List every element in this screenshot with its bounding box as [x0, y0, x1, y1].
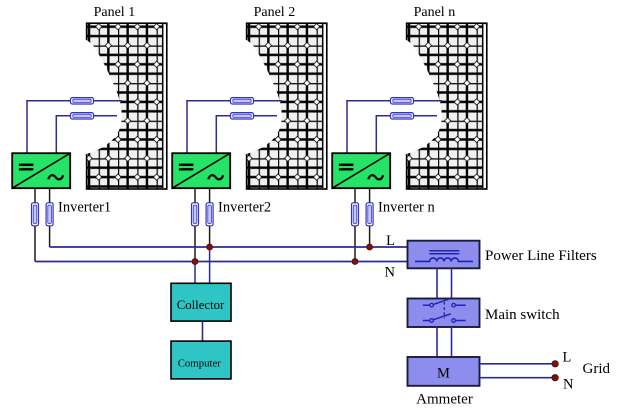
svg-text:Power Line Filters: Power Line Filters — [485, 248, 597, 264]
svg-text:Grid: Grid — [583, 361, 611, 377]
svg-text:Main switch: Main switch — [485, 307, 560, 323]
svg-text:Panel n: Panel n — [414, 5, 456, 20]
svg-text:L: L — [386, 233, 395, 249]
svg-text:Ammeter: Ammeter — [416, 392, 473, 408]
svg-text:Panel 2: Panel 2 — [254, 5, 296, 20]
svg-text:M: M — [437, 365, 450, 381]
svg-text:Computer: Computer — [178, 358, 222, 370]
svg-text:Inverter1: Inverter1 — [58, 200, 111, 216]
svg-text:N: N — [563, 377, 574, 393]
svg-text:Panel 1: Panel 1 — [94, 5, 136, 20]
svg-text:Inverter n: Inverter n — [378, 200, 436, 216]
svg-text:N: N — [385, 265, 396, 281]
svg-text:Inverter2: Inverter2 — [218, 200, 271, 216]
svg-text:Collector: Collector — [177, 298, 225, 312]
svg-text:L: L — [563, 350, 572, 366]
